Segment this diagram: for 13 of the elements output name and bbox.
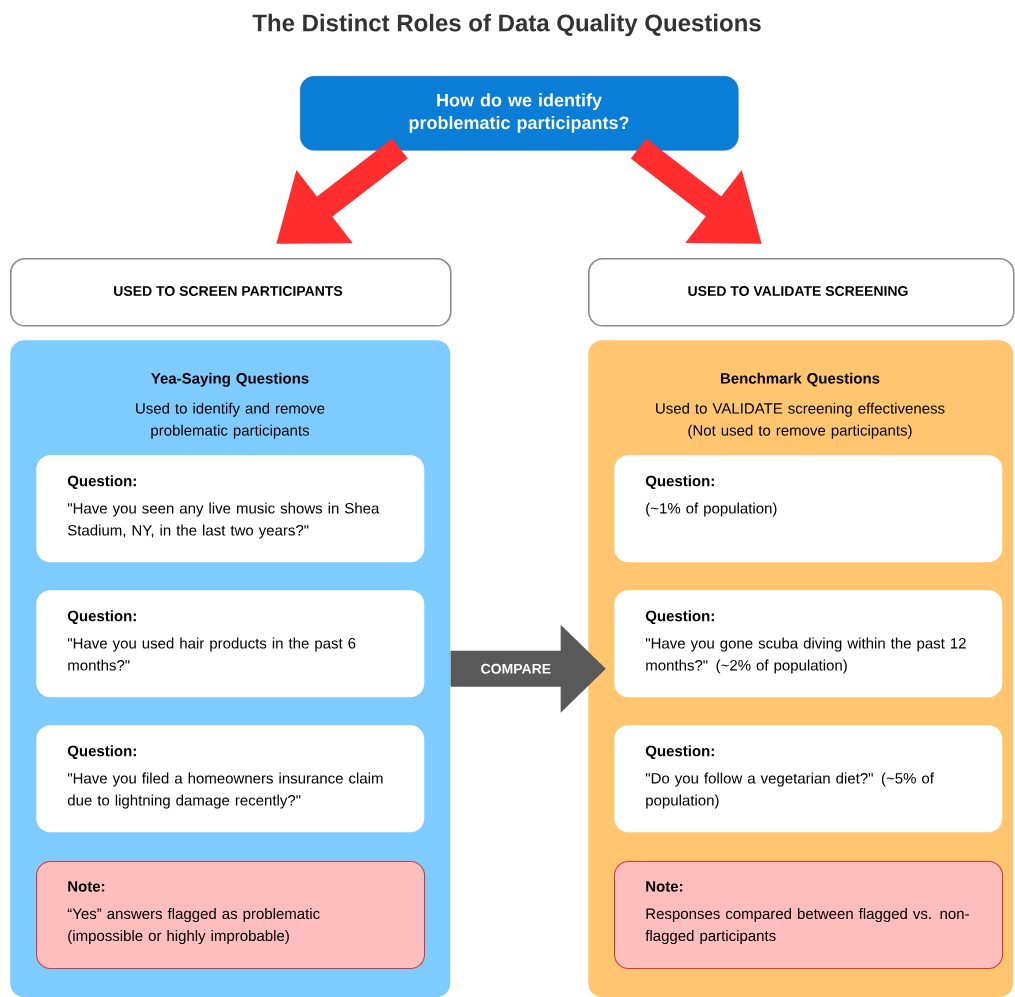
note-card: Note: “Yes” answers flagged as problematic (impossible or highly improbable) (36, 861, 426, 970)
question-box: How do we identify problematic participants? (300, 76, 739, 151)
title: The Distinct Roles of Data Quality Questions (252, 13, 761, 37)
note-card: Note: Responses compared between flagged vs. non-flagged participants (614, 861, 1004, 970)
question-card: Question: "Have you filed a homeowners insurance claim due to lightning damage recently?" (36, 725, 425, 833)
question-card: Question: "Do you follow a vegetarian diet?" (~5% of population) (614, 725, 1003, 833)
category-box: USED TO VALIDATE SCREENING (588, 258, 1015, 327)
edge-label: COMPARE (481, 663, 551, 674)
question-card: Question: "Have you seen any live music shows in Shea Stadium, NY, in the last two years?" (36, 455, 425, 563)
question-card: Question: "Have you used hair products in the past 6 months?" (36, 590, 425, 698)
question-card: Question: (~1% of population) (614, 455, 1003, 563)
category-box: USED TO SCREEN PARTICIPANTS (10, 258, 452, 327)
question-card: Question: "Have you gone scuba diving within the past 12 months?" (~2% of population) (614, 590, 1003, 698)
